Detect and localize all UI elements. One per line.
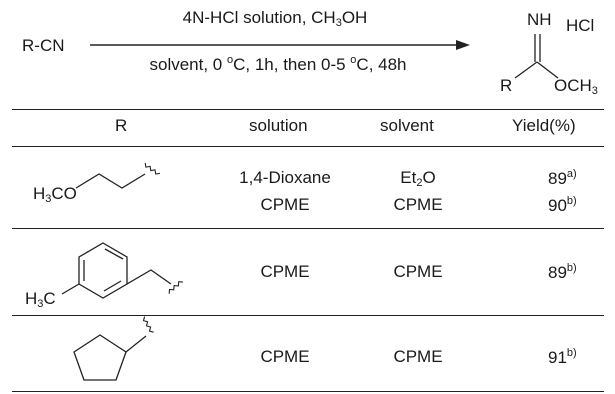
r-label-tail: C bbox=[43, 289, 56, 308]
header-r: R bbox=[115, 116, 128, 135]
header-rule bbox=[12, 146, 604, 148]
r-label-tail: CO bbox=[51, 184, 77, 203]
yield-note: b) bbox=[566, 347, 577, 359]
yield-value: 89 bbox=[548, 169, 567, 188]
solvent-cell: CPME bbox=[393, 262, 443, 281]
conditions-below-tail: C, 48h bbox=[356, 55, 407, 74]
degree-symbol: o bbox=[350, 54, 357, 66]
r-label-main: H bbox=[25, 289, 38, 308]
product-och-text: OCH bbox=[554, 76, 592, 95]
r-label-sub: 3 bbox=[45, 193, 52, 205]
product-nh: NH bbox=[527, 10, 552, 29]
conditions-above: 4N-HCl solution, CH3OH bbox=[110, 8, 440, 29]
row-divider bbox=[12, 315, 604, 317]
product-r: R bbox=[500, 76, 513, 95]
yield-cell: 91b) bbox=[548, 347, 577, 368]
wavy-bond-icon bbox=[168, 281, 183, 294]
solution-cell: CPME bbox=[260, 347, 310, 366]
yield-note: a) bbox=[566, 168, 577, 180]
header-yield: Yield(%) bbox=[512, 116, 576, 135]
reaction-arrow bbox=[90, 40, 470, 50]
solvent-cell: CPME bbox=[393, 347, 443, 366]
conditions-below-mid: C, 1h, then 0-5 bbox=[233, 55, 351, 74]
solution-cell: CPME bbox=[260, 195, 310, 214]
product-och-sub: 3 bbox=[591, 85, 598, 97]
conditions-above-sub: 3 bbox=[335, 17, 342, 29]
solution-cell: 1,4-Dioxane bbox=[239, 168, 331, 187]
bond-line bbox=[536, 61, 559, 79]
header-solution: solution bbox=[249, 116, 308, 135]
yield-note: b) bbox=[566, 262, 577, 274]
conditions-below-text: solvent, 0 bbox=[149, 55, 227, 74]
yield-value: 90 bbox=[548, 196, 567, 215]
solvent-main: Et bbox=[400, 168, 417, 187]
table-bottom-rule bbox=[12, 391, 604, 393]
solvent-tail: O bbox=[422, 168, 436, 187]
solution-cell: CPME bbox=[260, 262, 310, 281]
product-och3: OCH3 bbox=[554, 76, 598, 97]
conditions-below: solvent, 0 oC, 1h, then 0-5 oC, 48h bbox=[98, 54, 458, 75]
solvent-sub: 2 bbox=[416, 177, 423, 189]
r-label-main: H bbox=[33, 184, 46, 203]
r-label: H3C bbox=[25, 289, 56, 310]
yield-cell: 90b) bbox=[548, 195, 577, 216]
r-label-sub: 3 bbox=[37, 298, 44, 310]
yield-cell: 89a) bbox=[548, 168, 577, 189]
bond-line bbox=[514, 61, 538, 79]
yield-value: 91 bbox=[548, 348, 567, 367]
yield-cell: 89b) bbox=[548, 262, 577, 283]
solvent-cell: Et2O bbox=[370, 168, 466, 189]
product-hcl: HCl bbox=[566, 16, 595, 35]
degree-symbol: o bbox=[226, 54, 234, 66]
row-divider bbox=[12, 228, 604, 230]
r-label: H3CO bbox=[33, 184, 77, 205]
product-structure bbox=[514, 34, 559, 79]
wavy-bond-icon bbox=[142, 316, 154, 333]
conditions-above-text: 4N-HCl solution, CH bbox=[182, 8, 336, 27]
wavy-bond-icon bbox=[144, 162, 161, 175]
yield-note: b) bbox=[566, 195, 577, 207]
table-top-rule bbox=[12, 109, 604, 111]
yield-value: 89 bbox=[548, 263, 567, 282]
reactant-label: R-CN bbox=[22, 36, 65, 55]
solvent-cell: CPME bbox=[393, 195, 443, 214]
conditions-above-tail: OH bbox=[341, 8, 368, 27]
header-solvent: solvent bbox=[380, 116, 434, 135]
